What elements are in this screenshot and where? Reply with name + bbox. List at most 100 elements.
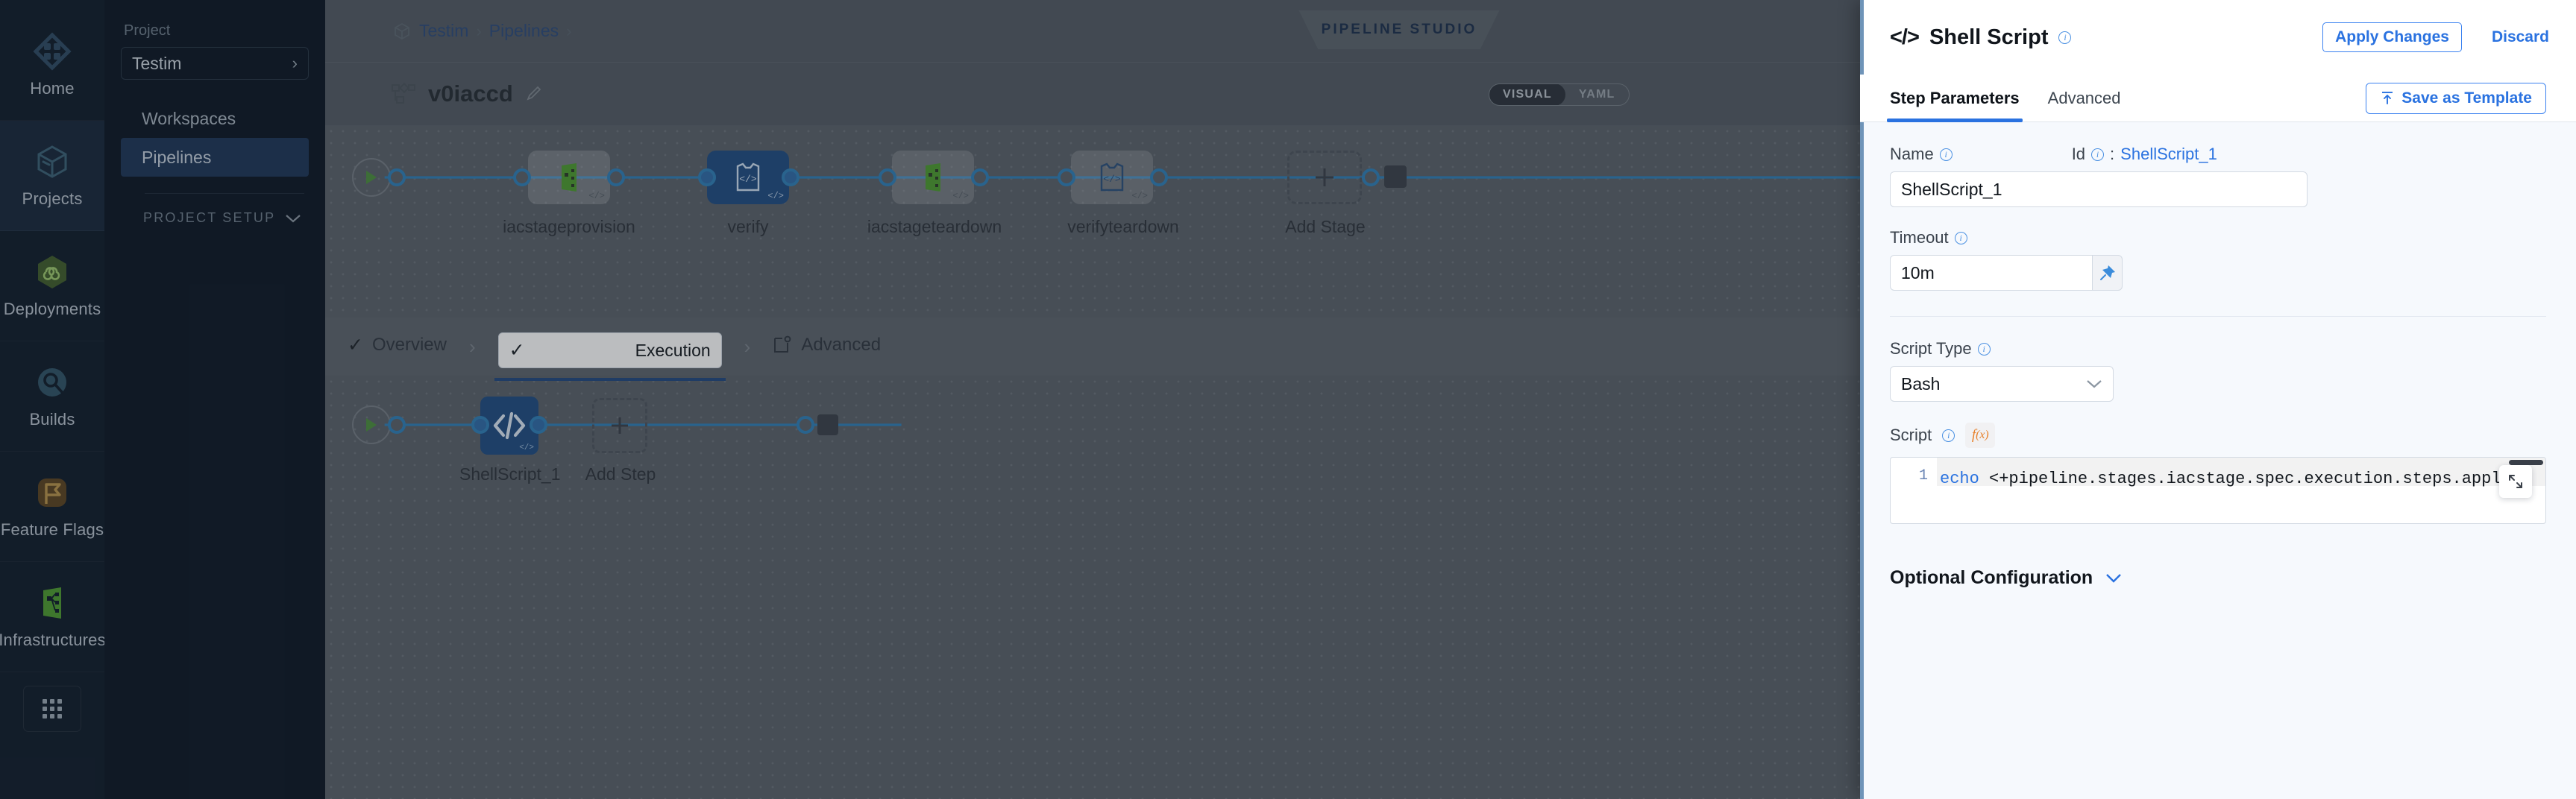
sidebar-item-label: Workspaces <box>142 108 236 128</box>
connector-dot <box>971 168 989 186</box>
project-setup-section[interactable]: PROJECT SETUP <box>121 210 309 226</box>
stage-node-iacstageprovision[interactable]: </> <box>528 151 610 204</box>
discard-button[interactable]: Discard <box>2491 28 2549 45</box>
timeout-pin-button[interactable] <box>2093 255 2123 291</box>
chevron-right-icon: › <box>468 335 476 358</box>
id-value: ShellScript_1 <box>2120 145 2217 163</box>
script-label-group: Script i f(x) <box>1890 423 2546 448</box>
info-icon[interactable]: i <box>2091 148 2105 161</box>
chevron-down-icon <box>2106 574 2122 583</box>
code-keyword: echo <box>1940 470 1979 488</box>
connector-dot <box>607 168 625 186</box>
flag-icon <box>38 479 66 507</box>
toggle-option-visual[interactable]: VISUAL <box>1489 84 1565 105</box>
step-end-node[interactable] <box>817 414 838 435</box>
rail-item-label: Feature Flags <box>0 520 104 539</box>
fx-icon[interactable]: f(x) <box>1965 423 1996 448</box>
script-type-select[interactable]: Bash <box>1890 366 2114 402</box>
apply-changes-label: Apply Changes <box>2335 28 2449 45</box>
optional-configuration-label: Optional Configuration <box>1890 567 2093 588</box>
pipeline-title-row: v0iaccd VISUAL YAML <box>325 63 2576 125</box>
connector-dot <box>388 168 406 186</box>
tab-advanced[interactable]: Advanced <box>2048 75 2121 122</box>
graph-start-node[interactable] <box>352 158 391 197</box>
code-brackets-icon: </> <box>519 443 534 452</box>
sidebar-item-pipelines[interactable]: Pipelines <box>121 138 309 177</box>
info-icon[interactable]: i <box>1939 148 1953 161</box>
sidebar-item-workspaces[interactable]: Workspaces <box>121 99 309 138</box>
connector-dot <box>879 168 896 186</box>
rail-item-deployments[interactable]: Deployments <box>0 231 104 341</box>
editor-scrollbar[interactable] <box>2509 460 2543 465</box>
rail-item-infrastructures[interactable]: Infrastructures <box>0 562 106 672</box>
info-icon[interactable]: i <box>2058 31 2072 44</box>
rail-item-feature-flags[interactable]: Feature Flags <box>0 452 104 562</box>
add-step-button[interactable] <box>592 398 647 453</box>
apply-changes-button[interactable]: Apply Changes <box>2322 22 2462 52</box>
template-upload-icon <box>2382 91 2393 104</box>
rail-item-projects[interactable]: Projects <box>0 121 104 231</box>
cube-icon <box>37 145 67 178</box>
optional-configuration-toggle[interactable]: Optional Configuration <box>1890 567 2546 589</box>
connector-dot <box>698 168 716 186</box>
step-node-label: ShellScript_1 <box>459 464 561 484</box>
info-icon[interactable]: i <box>1977 342 1991 356</box>
view-mode-toggle[interactable]: VISUAL YAML <box>1489 83 1630 106</box>
tab-label: Advanced <box>2047 88 2121 107</box>
infinity-hexagon-icon <box>38 256 66 288</box>
toggle-option-yaml[interactable]: YAML <box>1578 88 1615 101</box>
tab-execution[interactable]: ✓ Execution <box>494 332 726 381</box>
stage-node-verifyteardown[interactable]: </> </> <box>1071 151 1153 204</box>
rail-item-label: Projects <box>22 189 83 208</box>
timeout-input-value: 10m <box>1901 262 1935 282</box>
app-grid-button[interactable] <box>23 686 81 732</box>
project-setup-label: PROJECT SETUP <box>143 210 276 225</box>
rail-item-home[interactable]: Home <box>0 10 104 121</box>
timeout-input[interactable]: 10m <box>1890 255 2093 291</box>
script-type-value: Bash <box>1901 373 1941 394</box>
name-input[interactable]: ShellScript_1 <box>1890 171 2308 207</box>
step-node-shellscript-1[interactable]: </> <box>480 397 538 455</box>
ribbon-label: PIPELINE STUDIO <box>1321 22 1477 37</box>
code-brackets-icon: </> <box>767 191 784 201</box>
stage-graph: </> iacstageprovision </> </> verify <box>325 125 2576 319</box>
breadcrumb-item-pipelines[interactable]: Pipelines <box>489 21 559 40</box>
rail-item-label: Deployments <box>3 300 101 318</box>
info-icon[interactable]: i <box>1942 429 1955 442</box>
expand-editor-button[interactable] <box>2499 465 2532 498</box>
graph-end-node[interactable] <box>1384 165 1407 188</box>
infrastructure-icon <box>926 163 940 192</box>
advanced-gear-icon <box>774 335 791 353</box>
code-brackets-icon: </> <box>588 191 605 201</box>
pipeline-title-group: v0iaccd <box>391 80 543 107</box>
stage-node-verify[interactable]: </> </> <box>707 151 789 204</box>
tab-overview[interactable]: ✓ Overview <box>348 334 447 359</box>
step-start-node[interactable] <box>352 405 391 444</box>
rail-item-builds[interactable]: Builds <box>0 341 104 452</box>
editor-code-line[interactable]: echo <+pipeline.stages.iacstage.spec.exe… <box>1937 458 2545 523</box>
add-stage-button[interactable] <box>1287 151 1362 204</box>
connector-dot <box>1150 168 1168 186</box>
section-divider <box>1890 316 2546 317</box>
save-as-template-button[interactable]: Save as Template <box>2366 82 2546 114</box>
build-circle-icon <box>38 368 66 397</box>
script-editor[interactable]: 1 echo <+pipeline.stages.iacstage.spec.e… <box>1890 457 2546 524</box>
chevron-down-icon <box>2087 380 2102 388</box>
play-icon <box>366 171 377 184</box>
chevron-down-icon <box>286 214 301 222</box>
breadcrumb: Testim › Pipelines › <box>392 21 571 41</box>
pencil-icon[interactable] <box>525 85 543 103</box>
pipeline-nodes-icon <box>392 83 415 104</box>
cube-icon <box>395 22 409 40</box>
breadcrumb-item-testim[interactable]: Testim <box>419 21 469 40</box>
stage-node-iacstageteardown[interactable]: </> <box>892 151 974 204</box>
tab-step-parameters[interactable]: Step Parameters <box>1887 75 2023 122</box>
drawer-tabs: Step Parameters Advanced Save as Templat… <box>1860 75 2576 122</box>
info-icon[interactable]: i <box>1954 231 1967 244</box>
drawer-title: Shell Script <box>1929 25 2049 49</box>
project-selector[interactable]: Testim › <box>121 47 309 80</box>
rail-item-label: Builds <box>29 410 75 429</box>
tab-advanced[interactable]: Advanced <box>773 335 881 359</box>
id-display: Id i : ShellScript_1 <box>2072 145 2217 164</box>
timeout-field-row: 10m <box>1890 247 2546 291</box>
